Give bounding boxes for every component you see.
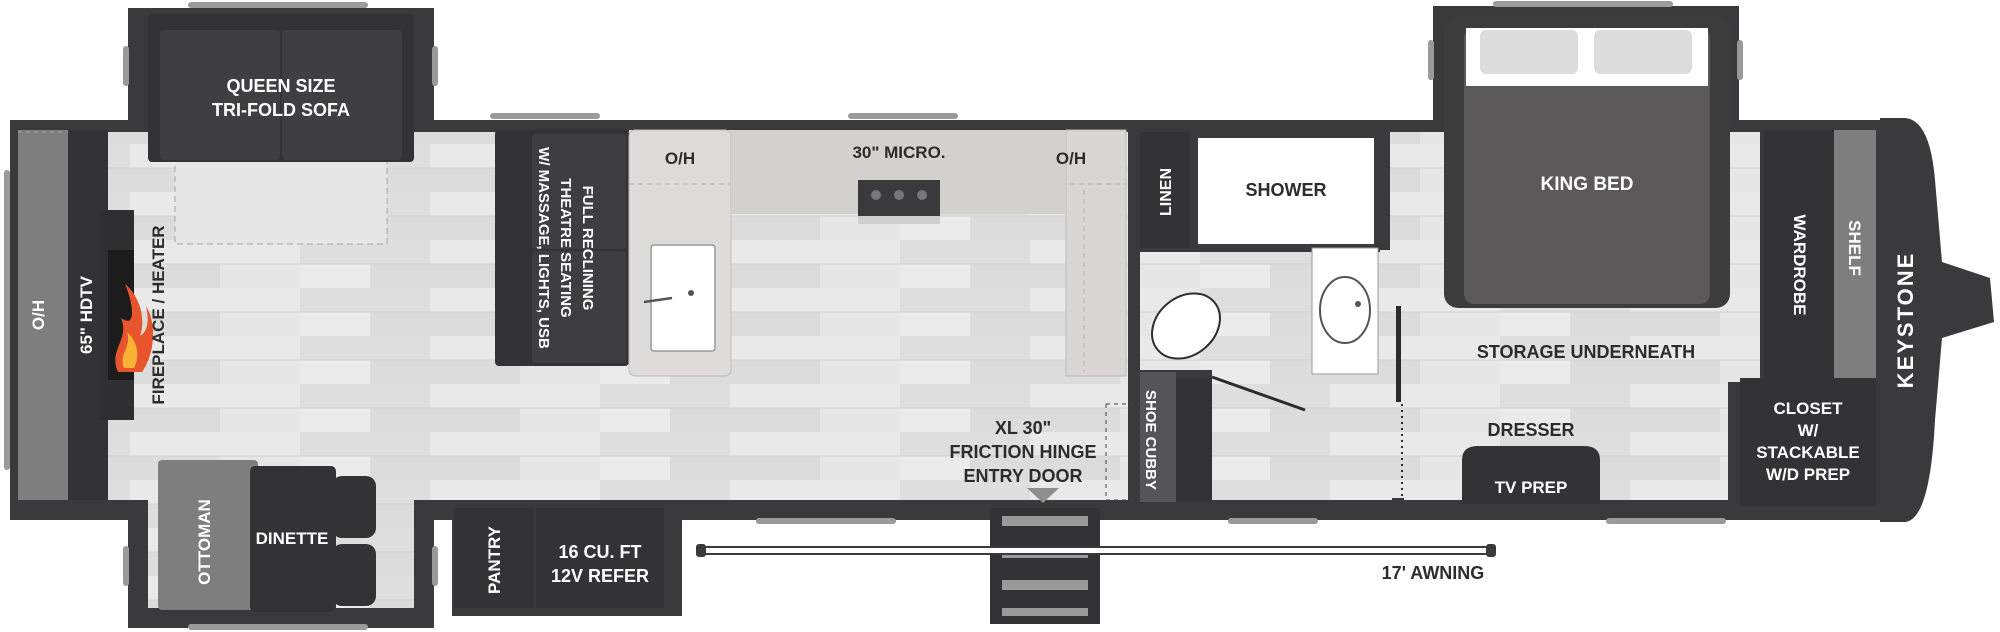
theatre-label-line1: FULL RECLINING (579, 186, 596, 311)
wardrobe (1764, 130, 1876, 380)
closet-label-line2: W/ (1798, 421, 1819, 440)
refrigerator (536, 508, 664, 608)
closet-label-line1: CLOSET (1774, 399, 1844, 418)
refer-label-line2: 12V REFER (551, 566, 649, 586)
shelf-label: SHELF (1845, 220, 1864, 276)
linen-label: LINEN (1158, 168, 1175, 216)
toilet (1151, 292, 1221, 360)
closet-label-line3: STACKABLE (1756, 443, 1860, 462)
entry-door-label-line2: FRICTION HINGE (950, 442, 1097, 462)
entry-steps (990, 508, 1100, 624)
sofa-label-line1: QUEEN SIZE (226, 76, 335, 96)
refer-label-line1: 16 CU. FT (558, 542, 641, 562)
entry-door-label-line3: ENTRY DOOR (963, 466, 1082, 486)
storage-label: STORAGE UNDERNEATH (1477, 342, 1695, 362)
kitchen-oh-left-label: O/H (665, 149, 695, 168)
shoe-cubby-outline (1105, 403, 1141, 501)
king-bed (1444, 16, 1730, 308)
front-oh-cabinet (18, 130, 68, 500)
pantry (454, 508, 534, 608)
front-oh-label: O/H (29, 300, 48, 330)
bathroom-door (1211, 375, 1306, 412)
microwave-cooktop (858, 180, 940, 224)
dresser-label: DRESSER (1487, 420, 1574, 440)
awning (696, 544, 1496, 557)
sofa-label-line2: TRI-FOLD SOFA (212, 100, 350, 120)
kitchen-sink (643, 244, 716, 352)
queen-sofa (148, 14, 414, 245)
entry-door-marker (1027, 488, 1059, 503)
theatre-seating (495, 130, 629, 366)
entry-door-label-line1: XL 30" (995, 418, 1051, 438)
dinette (250, 466, 376, 612)
wardrobe-label: WARDROBE (1790, 214, 1809, 315)
pantry-label: PANTRY (485, 525, 504, 594)
ottoman (158, 460, 258, 610)
tv-console (68, 130, 134, 500)
dresser (1462, 446, 1600, 504)
shower-label: SHOWER (1246, 180, 1327, 200)
theatre-label-line2: THEATRE SEATING (557, 178, 574, 317)
fireplace-label: FIREPLACE / HEATER (149, 225, 168, 404)
theatre-label-line3: W/ MASSAGE, LIGHTS, USB (535, 147, 552, 349)
bathroom-walls (1128, 132, 1380, 502)
fireplace-flame-icon (115, 284, 154, 372)
bedroom-partition (1392, 306, 1404, 506)
closet-label-line4: W/D PREP (1766, 465, 1850, 484)
micro-label: 30" MICRO. (852, 143, 945, 162)
slide-trims (4, 1, 1743, 630)
kitchen-oh-right-label: O/H (1056, 149, 1086, 168)
ottoman-label: OTTOMAN (195, 499, 214, 585)
hdtv-label: 65" HDTV (77, 275, 96, 354)
king-bed-label: KING BED (1541, 174, 1634, 195)
closet (1740, 378, 1876, 506)
awning-label: 17' AWNING (1382, 563, 1485, 583)
bathroom-vanity (1311, 247, 1379, 375)
dinette-label: DINETTE (256, 529, 329, 548)
tv-prep-label: TV PREP (1495, 478, 1568, 497)
shoe-cubby-label: SHOE CUBBY (1142, 390, 1159, 490)
brand-logo: KEYSTONE (1893, 252, 1918, 389)
